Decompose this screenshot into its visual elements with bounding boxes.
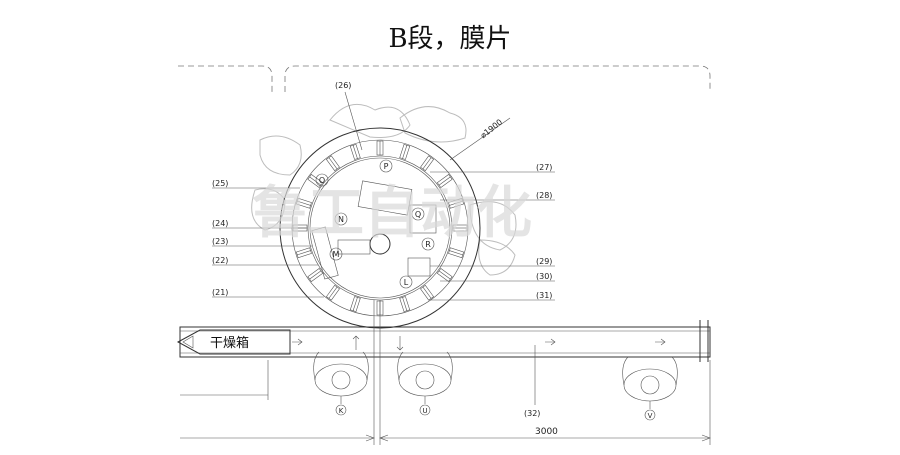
callout-left-2: (24) bbox=[212, 219, 306, 229]
operator-k: K bbox=[313, 351, 369, 416]
diameter-label: ⌀1900 bbox=[479, 118, 504, 141]
zone-bracket-left bbox=[178, 65, 273, 92]
dimension-3000: 3000 bbox=[535, 427, 558, 437]
station-marker-m: M bbox=[329, 247, 343, 261]
operator-v: V bbox=[622, 356, 678, 421]
station-marker-r: R bbox=[421, 237, 435, 251]
station-p-unit bbox=[357, 180, 413, 216]
fixture-clamp bbox=[420, 155, 434, 172]
fixture-ring bbox=[292, 140, 468, 316]
callout-32: (32) bbox=[524, 409, 540, 418]
fixture-clamp bbox=[349, 296, 361, 313]
station-letter: L bbox=[404, 278, 409, 287]
fixture-clamp bbox=[436, 268, 453, 282]
fixture-clamp bbox=[448, 247, 465, 259]
station-letter: R bbox=[425, 240, 431, 249]
callout-left-3: (23) bbox=[212, 237, 312, 247]
operator-letter: K bbox=[339, 407, 344, 415]
fixture-clamp bbox=[399, 143, 411, 160]
callout-label: (28) bbox=[536, 191, 552, 200]
fixture-clamp bbox=[349, 143, 361, 160]
fixture-clamp bbox=[307, 174, 324, 188]
dryer-box: 干燥箱 bbox=[176, 329, 291, 355]
operator-u: U bbox=[397, 351, 453, 416]
diameter-leader bbox=[449, 117, 511, 161]
station-markers: P O Q N R M L bbox=[315, 159, 435, 289]
fixture-clamp bbox=[295, 197, 312, 209]
operator-letter: U bbox=[422, 407, 427, 415]
station-letter: P bbox=[384, 162, 389, 171]
fixture-clamp bbox=[307, 268, 324, 282]
station-marker-o: O bbox=[315, 173, 329, 187]
station-m-unit bbox=[311, 226, 339, 280]
callout-label: (22) bbox=[212, 256, 228, 265]
fixture-clamp bbox=[376, 140, 384, 156]
callout-left-1: (25) bbox=[212, 179, 300, 189]
callout-top: (26) bbox=[335, 81, 363, 151]
dryer-box-label: 干燥箱 bbox=[210, 335, 249, 351]
station-q-unit bbox=[409, 204, 437, 234]
callout-label: (31) bbox=[536, 291, 552, 300]
callout-label: (24) bbox=[212, 219, 228, 228]
callout-label: (23) bbox=[212, 237, 228, 246]
fixture-clamp bbox=[448, 197, 465, 209]
callout-right-1: (27) bbox=[430, 163, 555, 173]
callouts: (25) (24) (23) (22) (21) (27) (28) (29) (30) (31)… bbox=[212, 81, 555, 301]
station-marker-p: P bbox=[379, 159, 393, 173]
callout-left-5: (21) bbox=[212, 288, 324, 298]
fixture-clamp bbox=[436, 174, 453, 188]
station-marker-q: Q bbox=[411, 207, 425, 221]
center-arm-left bbox=[337, 239, 371, 255]
fixture-clamp bbox=[326, 284, 340, 301]
operator-letter: V bbox=[648, 412, 653, 420]
callout-right-5: (31) bbox=[430, 291, 555, 301]
callout-right-2: (28) bbox=[440, 191, 555, 201]
station-letter: M bbox=[333, 250, 340, 259]
callout-right-3: (29) bbox=[430, 257, 555, 267]
dimension-lines: 3000 bbox=[180, 300, 711, 445]
station-letter: Q bbox=[415, 210, 421, 219]
fixture-clamp bbox=[420, 284, 434, 301]
conveyor: (32) bbox=[179, 320, 711, 418]
watermark-logo: 鲁工自动化 bbox=[252, 181, 532, 246]
fixture-clamp bbox=[295, 247, 312, 259]
callout-label: (27) bbox=[536, 163, 552, 172]
station-l-unit bbox=[407, 257, 431, 277]
station-marker-l: L bbox=[399, 275, 413, 289]
callout-left-4: (22) bbox=[212, 256, 318, 266]
callout-label: (25) bbox=[212, 179, 228, 188]
fixture-clamp bbox=[452, 224, 468, 232]
drawing-title: B段，膜片 bbox=[388, 24, 512, 54]
callout-right-4: (30) bbox=[440, 272, 555, 282]
station-letter: N bbox=[338, 215, 344, 224]
zone-bracket-right bbox=[284, 65, 711, 92]
fixture-clamp bbox=[326, 155, 340, 172]
station-marker-n: N bbox=[334, 212, 348, 226]
station-letter: O bbox=[319, 176, 325, 185]
callout-label: (29) bbox=[536, 257, 552, 266]
fixture-clamp bbox=[399, 296, 411, 313]
callout-label: (30) bbox=[536, 272, 552, 281]
callout-label: (26) bbox=[335, 81, 351, 90]
callout-label: (21) bbox=[212, 288, 228, 297]
